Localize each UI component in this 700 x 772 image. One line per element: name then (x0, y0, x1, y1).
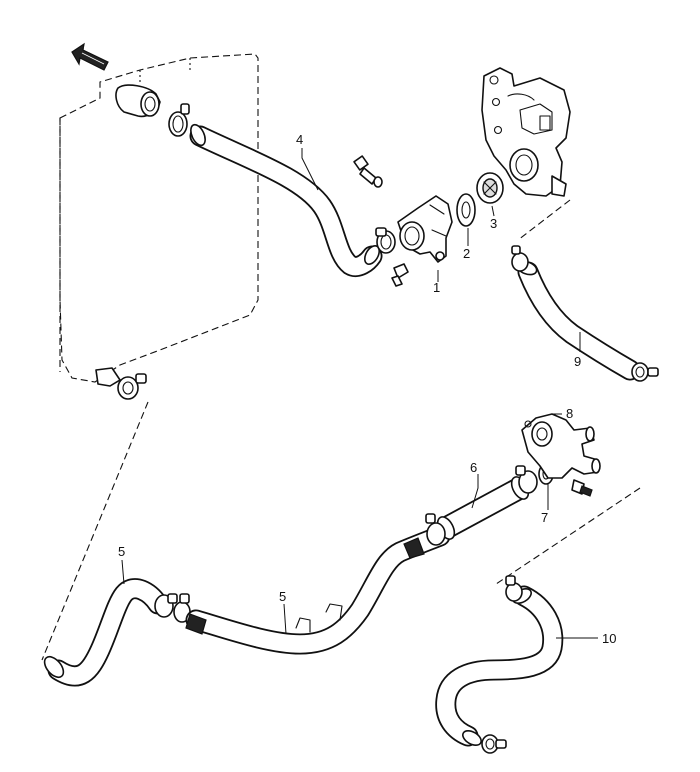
callout-10: 10 (602, 631, 616, 646)
radiator-outlet-pipe (95, 367, 121, 387)
hose-clamp (117, 373, 147, 400)
bolt (571, 479, 593, 497)
hose-9 (516, 260, 641, 381)
hose-6 (436, 476, 530, 540)
callout-1: 1 (433, 280, 440, 295)
radiator-inlet-pipe (115, 84, 161, 118)
callout-6: 6 (470, 460, 477, 475)
callout-2: 2 (463, 246, 470, 261)
gasket (456, 193, 476, 227)
hose-clamp (425, 513, 446, 546)
hose-4 (189, 123, 383, 278)
hose-clamp (481, 734, 507, 754)
inlet-pipe-fitting (521, 413, 601, 479)
water-outlet-housing (481, 67, 571, 197)
hose-10 (435, 585, 564, 747)
callout-9: 9 (574, 354, 581, 369)
hose-clamp (631, 362, 659, 382)
bolt (391, 263, 409, 287)
callout-3: 3 (490, 216, 497, 231)
water-pipe-5 (185, 525, 451, 655)
temperature-sensor (353, 155, 383, 188)
hose-clamp (515, 465, 538, 494)
connector-line (41, 401, 149, 661)
leader-lines (121, 148, 598, 639)
thermostat (476, 172, 504, 204)
hose-clamp (511, 245, 529, 272)
callout-4: 4 (296, 132, 303, 147)
direction-arrow-icon (71, 42, 109, 71)
thermostat-cap (397, 195, 453, 263)
hose-clamp (375, 227, 396, 254)
callout-5-left: 5 (118, 544, 125, 559)
callout-5-mid: 5 (279, 589, 286, 604)
connector-line (495, 487, 641, 585)
hose-clamp (154, 593, 178, 618)
hose-5-lower (43, 578, 169, 687)
callout-8: 8 (566, 406, 573, 421)
hose-clamp (505, 575, 523, 602)
hose-clamp (168, 103, 190, 137)
connector-line (517, 199, 571, 241)
callout-7: 7 (541, 510, 548, 525)
radiator-outline (59, 53, 259, 383)
